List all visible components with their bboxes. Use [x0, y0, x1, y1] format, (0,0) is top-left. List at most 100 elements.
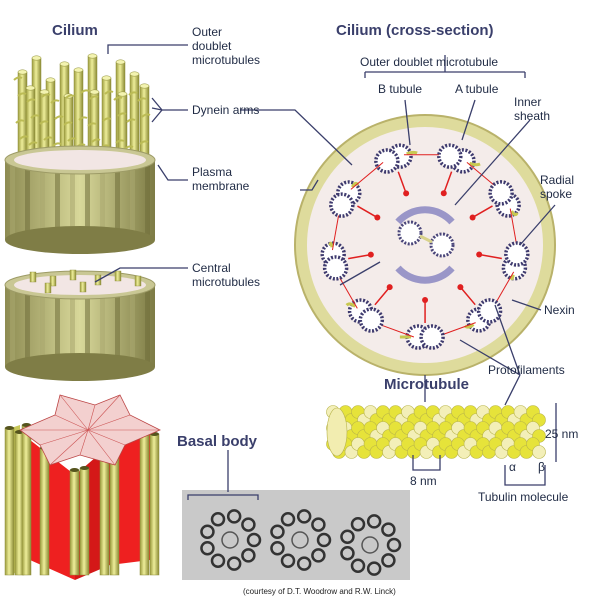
hub-profile [361, 536, 379, 554]
label-8nm: 8 nm [410, 474, 437, 488]
dynein-arms-hooks [13, 76, 151, 150]
membrane-stripe [55, 285, 60, 367]
cross-section-diagram [294, 114, 556, 376]
lower-cilium-cylinder [4, 269, 156, 381]
triplet-profile [200, 540, 215, 556]
spoke-head [403, 190, 410, 197]
triplet-profile [270, 524, 285, 540]
label-a-tubule: A tubule [455, 82, 499, 96]
label-central-line2: microtubules [192, 275, 261, 289]
stub-rod [49, 275, 57, 287]
dynein-arm [345, 302, 357, 308]
b-tubule [374, 148, 400, 174]
dynein-arm [113, 96, 123, 101]
label-plasma-line2: membrane [192, 179, 250, 193]
doublet-rod [17, 71, 28, 161]
rod-tip [89, 89, 100, 95]
label-tubulin-molecule: Tubulin molecule [478, 490, 569, 504]
stub-rod [44, 282, 52, 294]
dynein-arm [406, 150, 418, 156]
spoke-head [476, 251, 483, 258]
dynein-arm [26, 98, 36, 103]
triplet-profile [226, 509, 242, 524]
central-pair [395, 206, 455, 284]
triplet-profile [311, 517, 326, 532]
dynein-arm [126, 118, 136, 123]
triplet-profile [350, 516, 366, 532]
hub-profile [221, 531, 239, 549]
rod-tip [59, 61, 70, 67]
microtubule-heading: Microtubule [384, 376, 469, 393]
dynein-arm [15, 119, 25, 124]
rod-tip [17, 69, 28, 75]
radial-spoke [348, 253, 371, 260]
cartwheel-spoke [54, 414, 89, 431]
b-tubule [419, 324, 445, 350]
dynein-arm [54, 115, 64, 120]
dynein-arm [63, 121, 73, 126]
dynein-arm [102, 117, 112, 122]
membrane-stripe [145, 285, 150, 367]
triplet-rod [69, 469, 80, 576]
cilium-heading: Cilium [52, 22, 98, 39]
dynein-arm [104, 90, 114, 95]
label-plasma-line1: Plasma [192, 165, 233, 179]
cartwheel-spoke [87, 414, 131, 431]
triplet-profile [210, 553, 226, 569]
dynein-arm [78, 116, 88, 121]
label-radial-line2: spoke [540, 187, 573, 201]
triplet-rod [4, 427, 15, 576]
membrane-stripe [145, 160, 150, 240]
stub-rod [79, 281, 87, 293]
cross-section-heading: Cilium (cross-section) [336, 22, 494, 39]
label-beta: β [538, 460, 545, 474]
rod-hole [70, 468, 79, 472]
dynein-arm [50, 99, 60, 104]
doublet-rod [139, 85, 150, 161]
b-tubule [488, 180, 514, 206]
triplet-profile [296, 556, 312, 571]
label-b-tubule: B tubule [378, 82, 423, 96]
radial-spoke [472, 205, 493, 219]
triplet-rod [139, 429, 150, 576]
label-protofilaments: Protofilaments [488, 363, 565, 377]
dynein-arm [30, 114, 40, 119]
label-outer-line1: Outer [192, 25, 223, 39]
tubulin-bead [532, 445, 546, 459]
microtubule-end [326, 407, 348, 457]
dynein-arm [115, 139, 125, 144]
dynein-arm [91, 138, 101, 143]
stub-rod [29, 271, 37, 283]
dynein-arm [509, 274, 515, 281]
dynein-arm [65, 94, 75, 99]
triplet-profile [340, 545, 355, 561]
triplet-profile [340, 529, 355, 545]
triplet-profile [386, 537, 402, 553]
rod-tip [101, 75, 112, 81]
membrane-stripe [40, 285, 45, 367]
label-alpha: α [509, 460, 516, 474]
triplet-profile [246, 532, 262, 548]
triplet-rod [79, 467, 90, 576]
triplet-profile [296, 509, 312, 524]
membrane-stripe [10, 160, 15, 240]
dynein-arm [89, 95, 99, 100]
dynein-arm [13, 76, 23, 81]
cartwheel-spoke [39, 429, 89, 446]
dynein-arm [52, 142, 62, 147]
membrane-stripe [115, 160, 120, 240]
membrane-stripe [70, 160, 75, 240]
stub-rod [69, 269, 77, 281]
cartwheel-spoke [79, 429, 89, 456]
dynein-arm [328, 241, 334, 248]
triplet-profile [311, 548, 326, 563]
triplet-profile [200, 524, 215, 540]
rod-tip [45, 77, 56, 83]
spoke-head [457, 284, 464, 291]
membrane-stripe [130, 160, 135, 240]
triplet-profile [210, 511, 226, 527]
rod-tip [115, 59, 126, 65]
cartwheel-spoke [87, 429, 116, 466]
triplet-profile [316, 532, 332, 548]
